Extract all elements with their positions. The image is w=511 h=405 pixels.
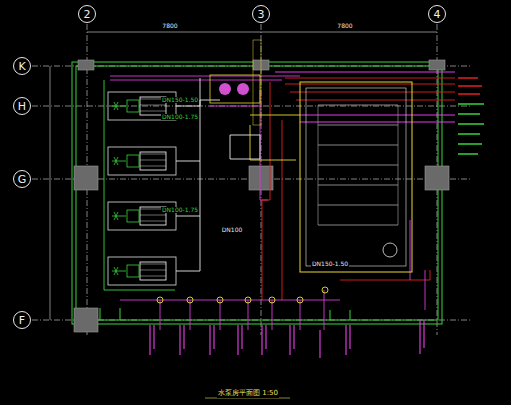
grid-bubble: 4 xyxy=(428,5,446,23)
pipe-size: DN100-1.75 xyxy=(161,114,199,120)
grid-bubble: K xyxy=(13,57,31,75)
risers xyxy=(157,287,328,303)
grid-label: G xyxy=(18,174,27,185)
grid-lines xyxy=(32,24,470,335)
pipe-size: DN100-1.75 xyxy=(161,207,199,213)
drawing-title: 水泵房平面图 1:50 xyxy=(217,388,279,398)
grid-bubble: F xyxy=(13,311,31,329)
side-tags xyxy=(458,78,484,154)
water-tank xyxy=(300,82,412,272)
grid-bubble: 3 xyxy=(252,5,270,23)
grid-bubble: H xyxy=(13,97,31,115)
columns xyxy=(74,60,449,332)
grid-label: 3 xyxy=(258,9,265,20)
grid-label: K xyxy=(18,61,25,72)
grid-label: 4 xyxy=(434,9,441,20)
pipe-size: DN100 xyxy=(221,227,244,233)
pipes xyxy=(104,72,455,330)
dimension: 7800 xyxy=(161,23,178,29)
pipe-size: DN150-1.50 xyxy=(311,261,349,267)
riser-tags xyxy=(150,320,424,358)
dimension: 7800 xyxy=(336,23,353,29)
grid-bubble: 2 xyxy=(78,5,96,23)
equipment xyxy=(210,40,261,125)
pipe-size: DN150-1.50 xyxy=(161,97,199,103)
walls xyxy=(72,62,442,324)
grid-label: H xyxy=(18,101,26,112)
grid-label: 2 xyxy=(84,9,91,20)
grid-bubble: G xyxy=(13,170,31,188)
pump-units xyxy=(108,92,176,285)
grid-label: F xyxy=(19,315,25,326)
